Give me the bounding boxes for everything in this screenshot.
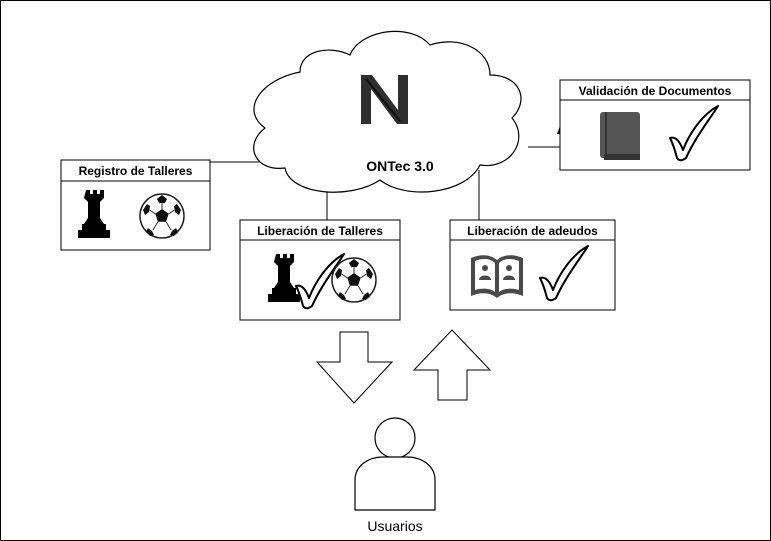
liberacion-adeudos-box: Liberación de adeudos [449, 219, 616, 311]
liberacion-talleres-title: Liberación de Talleres [257, 224, 383, 238]
user-label: Usuarios [367, 518, 422, 534]
validacion-title: Validación de Documentos [579, 84, 732, 98]
up-arrow-icon [412, 329, 492, 401]
address-book-icon [471, 255, 523, 298]
down-arrow-icon [315, 331, 394, 404]
soccer-ball-icon [139, 193, 185, 239]
user-icon [354, 417, 436, 511]
cloud-shape [253, 30, 522, 193]
book-icon [600, 112, 640, 160]
registro-box: Registro de Talleres [60, 159, 211, 251]
validacion-box: Validación de Documentos [559, 79, 751, 171]
soccer-ball-icon [331, 257, 377, 303]
liberacion-adeudos-title: Liberación de adeudos [467, 224, 598, 238]
liberacion-talleres-box: Liberación de Talleres [239, 219, 401, 321]
registro-title: Registro de Talleres [79, 164, 193, 178]
cloud-label: ONTec 3.0 [366, 158, 434, 174]
n-logo-icon [361, 75, 408, 124]
